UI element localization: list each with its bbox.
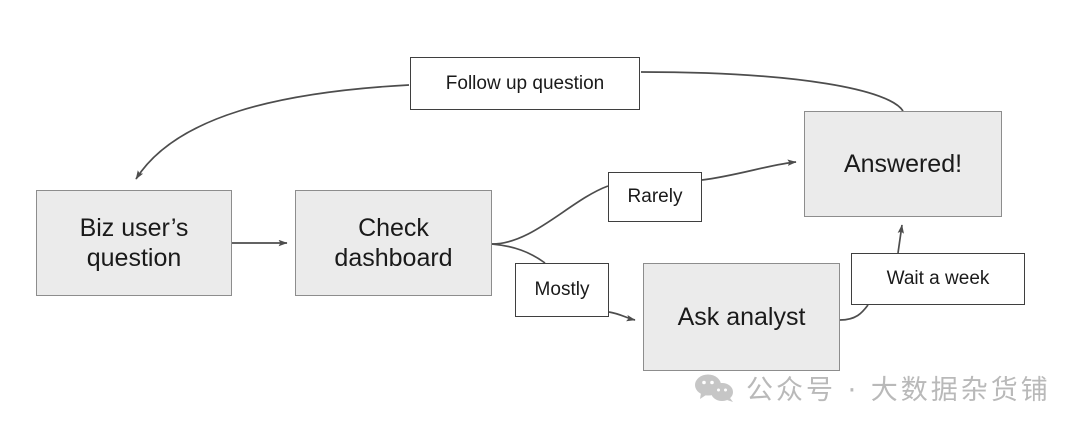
node-ask-analyst-label: Ask analyst (677, 302, 806, 331)
edge-analyst-to-wait (839, 304, 869, 321)
node-rarely[interactable]: Rarely (608, 172, 702, 222)
node-wait-a-week-label: Wait a week (886, 268, 990, 290)
edge-answered-to-followup (640, 71, 904, 112)
node-answered[interactable]: Answered! (804, 111, 1002, 217)
edge-dashboard-to-rarely (491, 185, 609, 245)
node-answered-label: Answered! (843, 149, 963, 178)
node-wait-a-week[interactable]: Wait a week (851, 253, 1025, 305)
node-ask-analyst[interactable]: Ask analyst (643, 263, 840, 371)
node-mostly[interactable]: Mostly (515, 263, 609, 317)
wechat-icon (694, 373, 736, 403)
node-rarely-label: Rarely (627, 186, 683, 208)
watermark-text: 公众号 · 大数据杂货铺 (746, 375, 1051, 406)
watermark: 公众号 · 大数据杂货铺 (694, 368, 1051, 407)
edge-dashboard-to-mostly (491, 243, 546, 264)
node-follow-up-question[interactable]: Follow up question (410, 57, 640, 110)
node-mostly-label: Mostly (534, 279, 590, 301)
node-biz-question[interactable]: Biz user’s question (36, 190, 232, 296)
node-check-dashboard[interactable]: Check dashboard (295, 190, 492, 296)
node-biz-question-label: Biz user’s question (79, 213, 189, 273)
node-follow-up-question-label: Follow up question (445, 72, 605, 94)
edge-followup-to-biz (135, 84, 410, 180)
edge-mostly-to-analyst (608, 311, 636, 322)
node-check-dashboard-label: Check dashboard (334, 213, 453, 273)
edge-wait-to-answered (897, 224, 904, 254)
edge-rarely-to-answered (701, 159, 797, 181)
